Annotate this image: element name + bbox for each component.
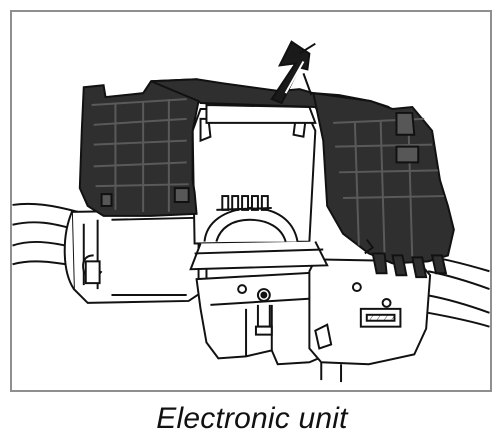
- figure-caption: Electronic unit: [156, 402, 348, 435]
- mounting-bracket: [195, 270, 341, 366]
- connector-clips: [371, 252, 448, 279]
- diagram-frame: [10, 10, 492, 392]
- center-collar: [189, 107, 329, 271]
- up-arrow-icon: [270, 40, 316, 105]
- electronic-unit-right-module: [312, 91, 455, 279]
- switch-housing: [308, 258, 432, 383]
- steering-column-right: [420, 254, 490, 328]
- column-housing: [63, 208, 208, 304]
- electronic-unit-diagram: [12, 40, 490, 383]
- electronic-unit-left-module: [78, 78, 200, 217]
